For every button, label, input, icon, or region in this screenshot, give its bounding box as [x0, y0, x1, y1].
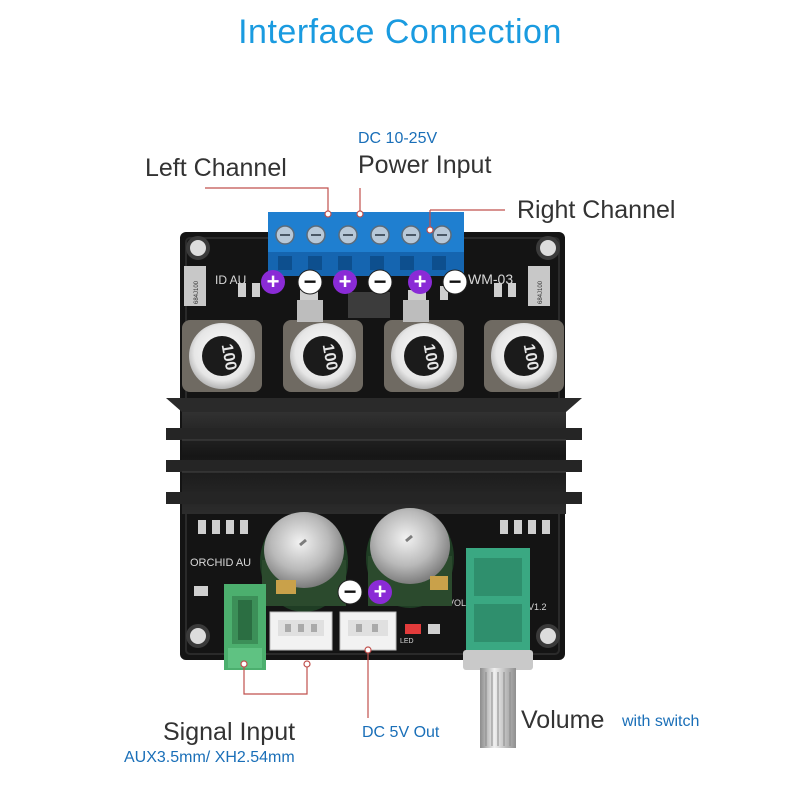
svg-text:+: + — [339, 269, 352, 294]
plus-marker: + — [368, 579, 392, 604]
leader-dot — [364, 646, 372, 654]
electrolytic-capacitors — [260, 508, 454, 612]
leader-dot — [356, 210, 364, 218]
leader-left-channel — [205, 187, 329, 214]
minus-marker: − — [367, 269, 393, 295]
silk-led: LED — [400, 638, 414, 645]
polarity-markers-top: + − + − + − — [261, 269, 468, 295]
mounting-hole — [536, 624, 560, 648]
heatsink — [166, 398, 582, 514]
minus-marker: − — [442, 269, 468, 295]
leader-dot — [303, 660, 311, 668]
smd-caps — [297, 300, 429, 322]
inductor: 100 — [384, 320, 464, 392]
plus-marker: + — [261, 269, 285, 294]
mounting-hole — [186, 236, 210, 260]
capacitor — [366, 508, 454, 608]
resistor-left: 684J100 — [184, 266, 206, 306]
silk-version: V1.2 — [528, 602, 547, 612]
signal-spec-label: AUX3.5mm/ XH2.54mm — [124, 749, 295, 766]
power-input-label: Power Input — [358, 151, 492, 179]
svg-text:−: − — [374, 269, 387, 294]
svg-text:−: − — [304, 269, 317, 294]
silk-bottom-left: ORCHID AU — [190, 557, 251, 569]
xh-connector-5v-out — [339, 611, 397, 651]
power-voltage-label: DC 10-25V — [358, 130, 438, 147]
mounting-hole — [536, 236, 560, 260]
plus-marker: + — [333, 269, 357, 294]
svg-text:−: − — [449, 269, 462, 294]
right-channel-label: Right Channel — [517, 196, 676, 224]
xh-connector-signal — [269, 611, 333, 651]
mounting-hole — [186, 624, 210, 648]
resistor-right: 684J100 — [528, 266, 550, 306]
minus-marker: − — [337, 579, 363, 605]
page-title: Interface Connection — [238, 13, 562, 51]
capacitor — [260, 512, 348, 612]
svg-text:100: 100 — [420, 343, 441, 372]
leader-signal-input — [243, 664, 308, 695]
volume-label: Volume — [521, 706, 605, 734]
leader-dot — [240, 660, 248, 668]
volume-potentiometer — [463, 548, 533, 748]
svg-text:+: + — [414, 269, 427, 294]
silk-vol: VOL — [448, 598, 466, 608]
inductors: 100 100 100 100 — [182, 320, 564, 392]
svg-text:100: 100 — [520, 343, 541, 372]
minus-marker: − — [297, 269, 323, 295]
signal-input-label: Signal Input — [163, 718, 296, 746]
leader-dot — [426, 226, 434, 234]
inductor: 100 — [283, 320, 363, 392]
svg-text:100: 100 — [319, 343, 340, 372]
svg-text:+: + — [374, 579, 387, 604]
mounting-holes — [186, 236, 560, 648]
polarity-markers-bottom: − + — [337, 579, 392, 605]
inductor: 100 — [484, 320, 564, 392]
aux-audio-jack — [224, 584, 266, 670]
left-channel-label: Left Channel — [145, 154, 287, 182]
dc-out-label: DC 5V Out — [362, 724, 440, 741]
power-terminal-block — [268, 212, 464, 276]
volume-note-label: with switch — [622, 713, 700, 730]
plus-marker: + — [408, 269, 432, 294]
svg-text:684J100: 684J100 — [538, 280, 544, 304]
svg-text:100: 100 — [218, 343, 239, 372]
leader-lines — [205, 187, 505, 718]
svg-text:+: + — [267, 269, 280, 294]
svg-text:−: − — [344, 579, 357, 604]
inductor: 100 — [182, 320, 262, 392]
svg-text:684J100: 684J100 — [194, 280, 200, 304]
leader-dot — [324, 210, 332, 218]
silk-top-right: WM-03 — [468, 271, 513, 287]
